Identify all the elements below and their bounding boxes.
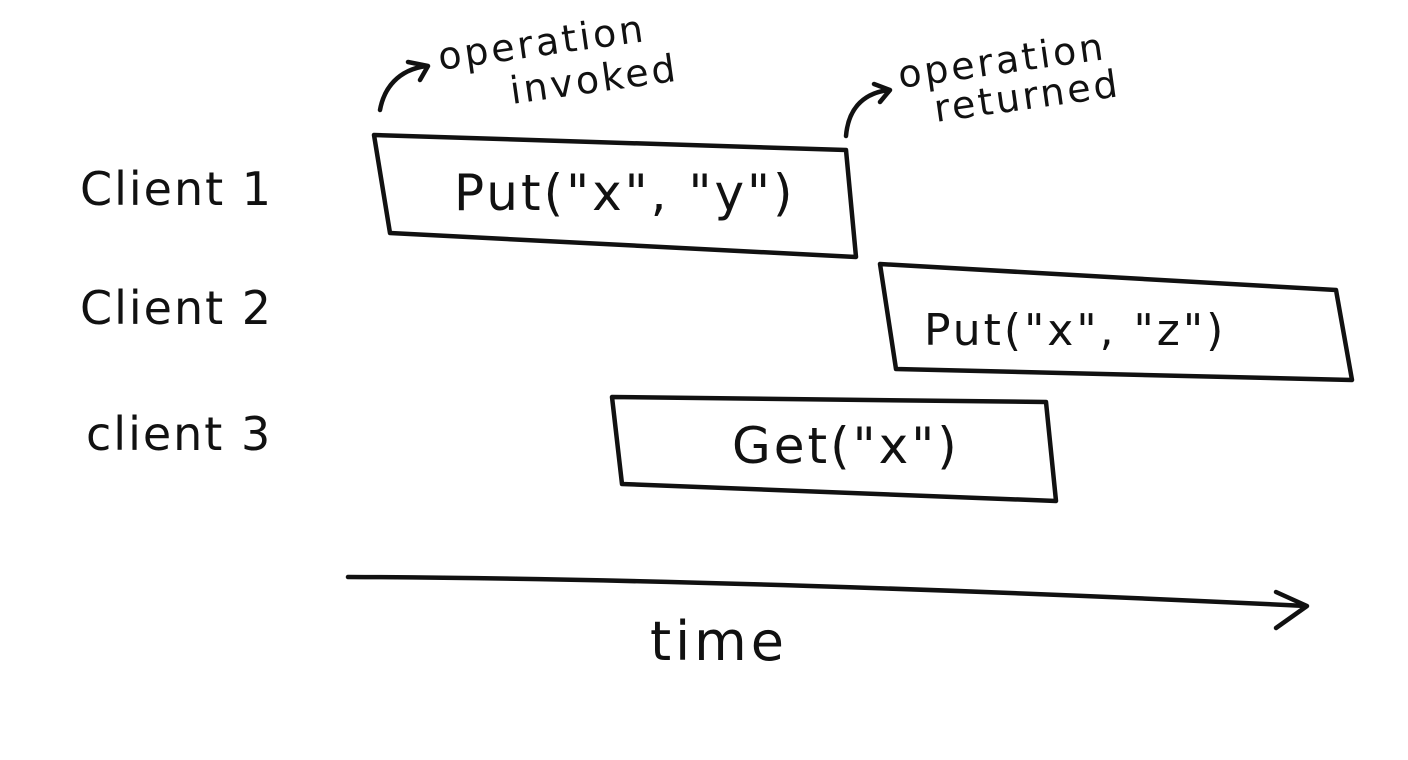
time-axis-line — [345, 574, 1309, 609]
operation-box-client-2: Put("x", "z") — [877, 261, 1355, 383]
operation-text-client-2: Put("x", "z") — [924, 305, 1226, 356]
client-2-label: Client 2 — [80, 281, 273, 335]
operation-box-client-3: Get("x") — [609, 394, 1059, 504]
client-3-label: client 3 — [86, 407, 272, 461]
operation-box-client-1: Put("x", "y") — [371, 132, 859, 260]
time-axis-label: time — [650, 610, 788, 673]
returned-arrow — [843, 81, 893, 139]
invoked-arrow — [377, 59, 431, 113]
time-axis: time — [345, 574, 1310, 673]
operation-box-outline — [877, 261, 1355, 383]
operation-text-client-3: Get("x") — [732, 417, 960, 475]
operation-box-outline — [371, 132, 859, 260]
time-axis-arrowhead — [1273, 589, 1310, 631]
invoked-annotation: operation invoked — [377, 6, 681, 113]
operation-box-outline — [609, 394, 1059, 504]
returned-annotation: operation returned — [843, 24, 1123, 139]
client-1-label: Client 1 — [80, 162, 273, 216]
operation-text-client-1: Put("x", "y") — [454, 164, 796, 222]
